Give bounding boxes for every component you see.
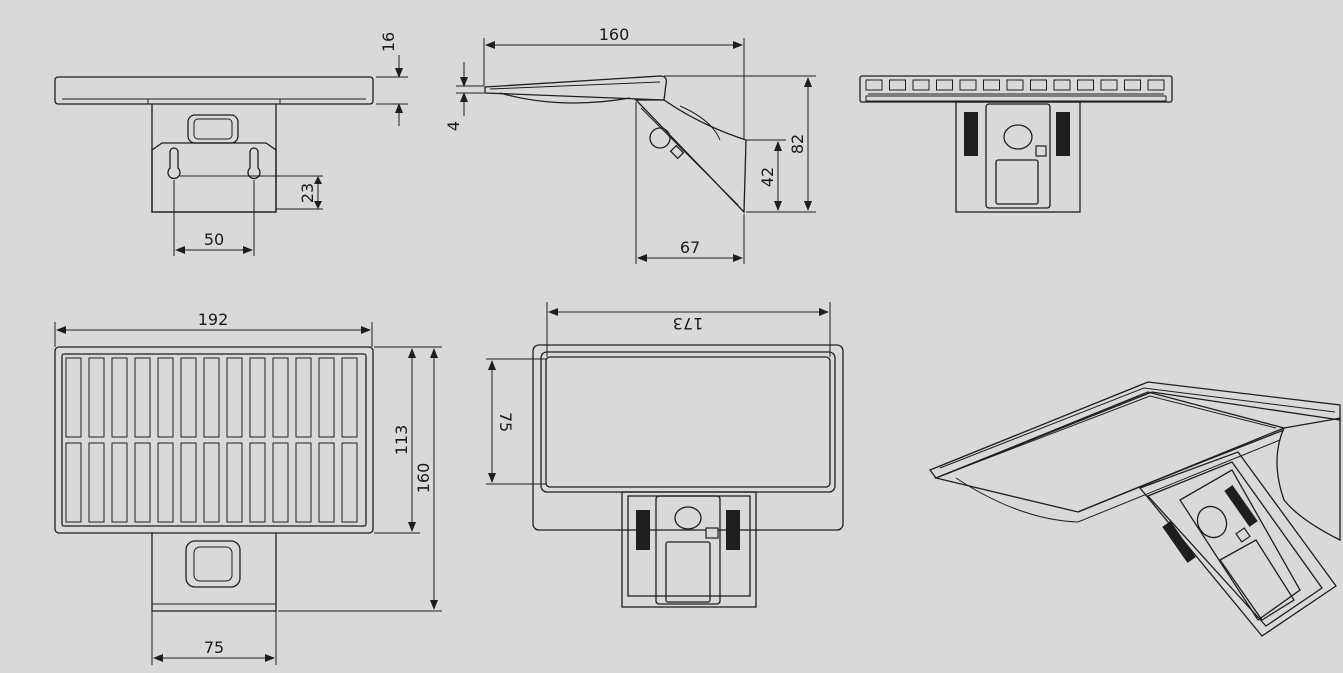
dim-label-160-side: 160 [599,25,630,44]
dim-label-75-front: 75 [204,638,224,657]
solar-cell [111,442,128,523]
dim-side-height: 82 [664,75,816,213]
keyhole-right [247,147,261,180]
panel-slat [1124,79,1141,91]
solar-cells [65,357,358,523]
solar-cell [341,357,358,438]
solar-cell [134,442,151,523]
underside-view: 173 75 [486,302,844,608]
solar-cell [157,357,174,438]
dim-label-160-front: 160 [414,463,433,494]
dim-side-arm-depth: 67 [635,102,745,264]
side-profile-view: 160 4 82 42 67 [444,25,816,264]
solar-cell [249,442,266,523]
dim-label-82: 82 [788,134,807,154]
solar-cell [318,442,335,523]
panel-slat [1030,79,1047,91]
solar-cell [203,442,220,523]
isometric-view [928,381,1341,637]
dim-label-173: 173 [673,314,704,333]
dim-back-window-height: 75 [486,358,546,485]
panel-slat [1006,79,1024,91]
solar-cell [180,357,197,438]
dim-hole-spacing: 50 [173,180,255,256]
solar-cell [134,357,151,438]
solar-cell [65,357,82,438]
panel-slat [1147,79,1165,91]
panel-slat [889,79,906,91]
dim-front-mount-width: 75 [151,611,277,665]
panel-slat [912,79,930,91]
solar-cell [157,442,174,523]
panel-slat [983,79,1000,91]
solar-cell [295,357,312,438]
slat-row [865,79,1165,91]
solar-cell [226,442,243,523]
rear-mount-view: 16 23 50 [54,32,408,256]
dim-label-42: 42 [758,167,777,187]
dim-side-edge: 4 [444,62,484,131]
solar-cell [341,442,358,523]
solar-cell [88,357,105,438]
dim-label-4: 4 [444,121,463,131]
dim-top-thickness: 16 [376,32,408,126]
dim-label-192: 192 [198,310,229,329]
solar-cell [111,357,128,438]
dim-front-width: 192 [54,310,373,347]
dim-hole-drop: 23 [180,175,323,210]
dim-label-75-back: 75 [496,412,515,432]
dim-label-113: 113 [392,425,411,456]
solar-cell [272,442,289,523]
solar-panel-view: 192 113 160 75 [54,310,442,665]
dim-label-23: 23 [298,183,317,203]
dim-label-50: 50 [204,230,224,249]
dim-side-arm-height: 42 [746,139,786,211]
solar-cell [88,442,105,523]
dim-back-width: 173 [546,302,831,357]
solar-cell [180,442,197,523]
panel-slat [1077,79,1094,91]
panel-slat [865,79,883,91]
front-elevation-view [859,75,1173,213]
solar-cell [318,357,335,438]
solar-cell [295,442,312,523]
solar-cell [203,357,220,438]
panel-slat [1100,79,1118,91]
panel-slat [936,79,953,91]
panel-slat [1053,79,1071,91]
solar-cell [65,442,82,523]
solar-cell [249,357,266,438]
dim-label-16: 16 [379,32,398,52]
dim-label-67: 67 [680,238,700,257]
solar-cell [272,357,289,438]
keyhole-left [167,147,181,180]
panel-slat [959,79,977,91]
dim-front-panel-height: 113 [374,346,420,534]
dim-front-total-height: 160 [278,346,442,612]
dim-side-depth: 160 [483,25,745,140]
solar-cell [226,357,243,438]
